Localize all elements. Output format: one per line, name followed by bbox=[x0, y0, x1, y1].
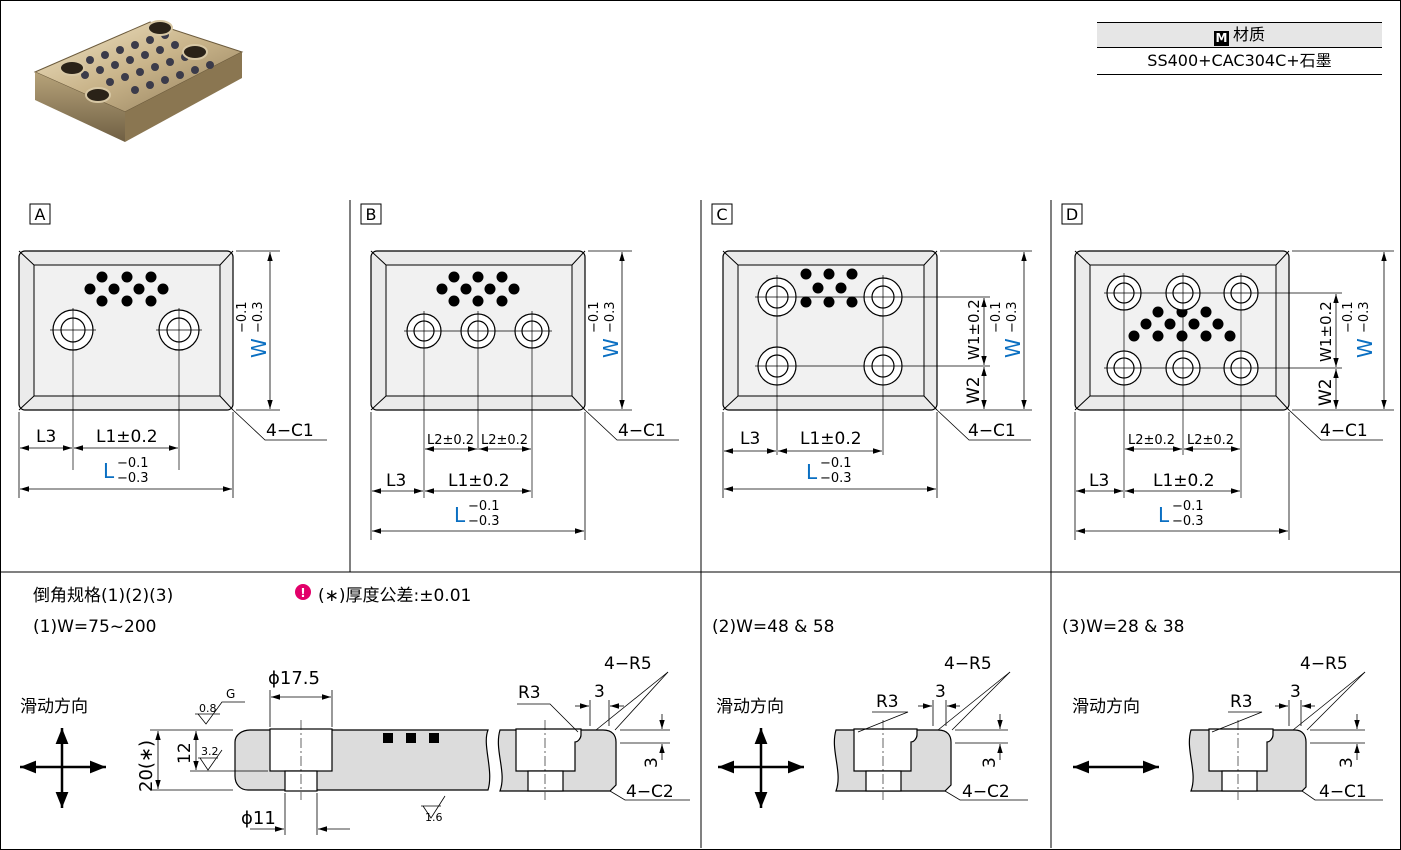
w-tol-lower: −0.3 bbox=[251, 301, 266, 333]
note-icon bbox=[295, 584, 311, 600]
w-tol-lower: −0.3 bbox=[1005, 301, 1020, 333]
l3-label: L3 bbox=[36, 427, 56, 447]
r3-label: R3 bbox=[1230, 692, 1253, 712]
sliding-direction-cross-icon bbox=[20, 728, 106, 808]
roughness-label: 1.6 bbox=[425, 811, 443, 824]
sliding-direction-cross-icon bbox=[718, 728, 804, 808]
w-label: W bbox=[599, 338, 623, 358]
chamfer-section-3: R3 3 4−R5 3 4−C1 bbox=[1073, 654, 1383, 802]
roughness-grade: G bbox=[226, 687, 235, 701]
sliding-direction-label: 滑动方向 bbox=[20, 697, 88, 717]
l-tol-upper: −0.1 bbox=[117, 456, 149, 471]
l-tol-upper: −0.1 bbox=[1172, 499, 1204, 514]
bolt-holes bbox=[406, 313, 550, 349]
r5-label: 4−R5 bbox=[944, 654, 992, 674]
l-tol-lower: −0.3 bbox=[468, 514, 500, 529]
roughness-label: 3.2 bbox=[201, 745, 219, 758]
chamfer-spec-title: 倒角规格(1)(2)(3) bbox=[33, 586, 174, 606]
l-label: L bbox=[1158, 503, 1170, 527]
dim-3b-label: 3 bbox=[642, 757, 662, 768]
l-label: L bbox=[103, 459, 115, 483]
material-value: SS400+CAC304C+石墨 bbox=[1097, 48, 1382, 75]
w-tol-lower: −0.3 bbox=[603, 301, 618, 333]
l-tol-upper: −0.1 bbox=[820, 456, 852, 471]
svg-text:!: ! bbox=[300, 586, 305, 600]
chamfer-label: 4−C1 bbox=[968, 421, 1016, 441]
chamfer-label: 4−C1 bbox=[266, 421, 314, 441]
sliding-direction-label: 滑动方向 bbox=[716, 697, 784, 717]
section-1-title: (1)W=75~200 bbox=[33, 617, 157, 637]
variant-a: A W −0.1 − bbox=[18, 203, 327, 498]
chamfer-label: 4−C2 bbox=[962, 782, 1010, 802]
l-label: L bbox=[806, 460, 818, 484]
chamfer-label: 4−C2 bbox=[626, 782, 674, 802]
thickness-tolerance-note: (∗)厚度公差:±0.01 bbox=[318, 586, 472, 606]
l2-label: L2±0.2 bbox=[1187, 433, 1234, 448]
chamfer-label: 4−C1 bbox=[1320, 421, 1368, 441]
l-tol-lower: −0.3 bbox=[117, 471, 149, 486]
variant-d: D bbox=[1061, 203, 1394, 540]
material-header-label: 材质 bbox=[1232, 25, 1265, 44]
variant-code: C bbox=[716, 205, 727, 224]
w-tol-upper: −0.1 bbox=[989, 301, 1004, 333]
l1-label: L1±0.2 bbox=[96, 427, 158, 447]
depth-label: 12 bbox=[175, 742, 195, 764]
l-label: L bbox=[454, 503, 466, 527]
chamfer-label: 4−C1 bbox=[1319, 782, 1367, 802]
r3-label: R3 bbox=[876, 692, 899, 712]
l2-label: L2±0.2 bbox=[427, 433, 474, 448]
l3-label: L3 bbox=[740, 429, 760, 449]
l-tol-lower: −0.3 bbox=[820, 471, 852, 486]
chamfer-section-2: R3 3 4−R5 3 4−C2 bbox=[718, 654, 1028, 808]
variant-c: C W −0 bbox=[711, 203, 1032, 498]
w-tol-upper: −0.1 bbox=[587, 301, 602, 333]
dim-3b-label: 3 bbox=[980, 757, 1000, 768]
l1-label: L1±0.2 bbox=[800, 429, 862, 449]
dim-3a-label: 3 bbox=[1290, 682, 1301, 702]
w-tol-upper: −0.1 bbox=[1341, 301, 1356, 333]
l1-label: L1±0.2 bbox=[448, 471, 510, 491]
roughness-label: 0.8 bbox=[199, 702, 217, 715]
w2-label: W2 bbox=[1316, 378, 1336, 406]
section-2-title: (2)W=48 & 58 bbox=[712, 617, 835, 637]
l3-label: L3 bbox=[386, 471, 406, 491]
w-tol-lower: −0.3 bbox=[1357, 301, 1372, 333]
w-label: W bbox=[1001, 338, 1025, 358]
phi-bottom-label: ϕ11 bbox=[241, 808, 276, 829]
l3-label: L3 bbox=[1089, 471, 1109, 491]
l-tol-lower: −0.3 bbox=[1172, 514, 1204, 529]
w1-label: W1±0.2 bbox=[1317, 301, 1335, 362]
l2-label: L2±0.2 bbox=[1128, 433, 1175, 448]
material-badge-icon: M bbox=[1213, 31, 1229, 46]
variant-code: D bbox=[1066, 205, 1078, 224]
l1-label: L1±0.2 bbox=[1153, 471, 1215, 491]
variant-code: A bbox=[35, 205, 46, 224]
r5-label: 4−R5 bbox=[604, 654, 652, 674]
w2-label: W2 bbox=[964, 376, 984, 404]
sliding-direction-label: 滑动方向 bbox=[1072, 697, 1140, 717]
dim-3a-label: 3 bbox=[594, 682, 605, 702]
height-label: 20(∗) bbox=[136, 740, 157, 792]
w-tol-upper: −0.1 bbox=[235, 301, 250, 333]
dim-3b-label: 3 bbox=[1337, 757, 1357, 768]
w-label: W bbox=[247, 338, 271, 358]
section-3-title: (3)W=28 & 38 bbox=[1062, 617, 1185, 637]
w1-label: W1±0.2 bbox=[965, 299, 983, 360]
phi-top-label: ϕ17.5 bbox=[268, 668, 320, 689]
chamfer-section-1: ! bbox=[20, 584, 690, 835]
w-label: W bbox=[1353, 338, 1377, 358]
product-photo bbox=[33, 20, 244, 142]
chamfer-label: 4−C1 bbox=[618, 421, 666, 441]
dim-3a-label: 3 bbox=[935, 682, 946, 702]
l-tol-upper: −0.1 bbox=[468, 499, 500, 514]
r5-label: 4−R5 bbox=[1300, 654, 1348, 674]
variant-b: B W −0.1 bbox=[360, 203, 679, 540]
r3-label: R3 bbox=[518, 683, 541, 703]
l2-label: L2±0.2 bbox=[481, 433, 528, 448]
variant-code: B bbox=[366, 205, 377, 224]
